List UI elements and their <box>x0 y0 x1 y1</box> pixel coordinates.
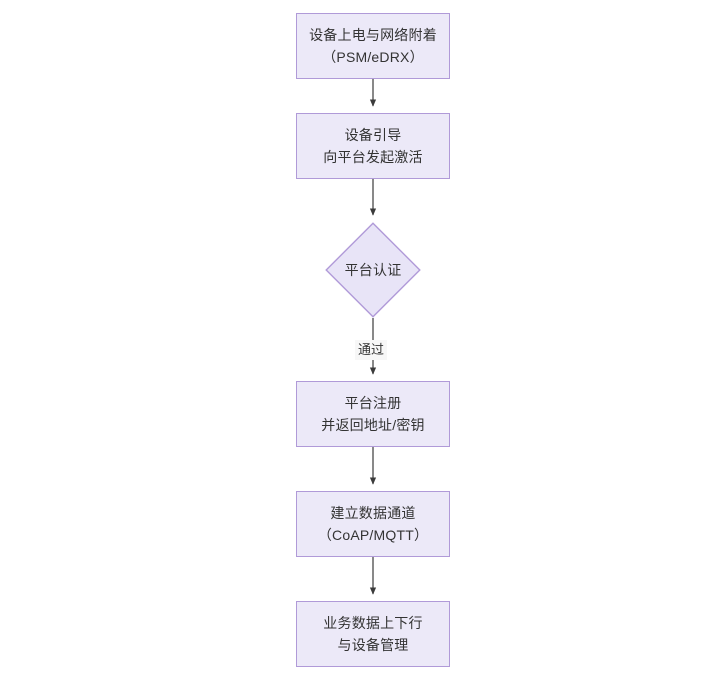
flow-node-line: 设备上电与网络附着 <box>309 27 437 43</box>
flow-node-line: （PSM/eDRX） <box>322 49 424 65</box>
flow-node-line: 建立数据通道 <box>330 505 416 521</box>
flow-node-line: （CoAP/MQTT） <box>317 527 429 543</box>
flow-node-line: 并返回地址/密钥 <box>321 417 425 433</box>
edge-label-pass: 通过 <box>355 340 388 360</box>
flow-node-platform-auth-decision[interactable]: 平台认证 <box>325 222 421 318</box>
flow-node-line: 平台认证 <box>344 262 402 278</box>
diamond-shape-icon <box>325 222 421 318</box>
flow-node-line: 设备引导 <box>344 127 402 143</box>
flow-node-platform-register[interactable]: 平台注册 并返回地址/密钥 <box>296 381 450 447</box>
flow-node-device-power-on[interactable]: 设备上电与网络附着 （PSM/eDRX） <box>296 13 450 79</box>
flow-node-line: 业务数据上下行 <box>323 615 423 631</box>
flow-node-data-channel[interactable]: 建立数据通道 （CoAP/MQTT） <box>296 491 450 557</box>
flow-node-business-data[interactable]: 业务数据上下行 与设备管理 <box>296 601 450 667</box>
flow-node-line: 平台注册 <box>344 395 402 411</box>
flow-node-line: 与设备管理 <box>337 637 409 653</box>
flow-node-line: 向平台发起激活 <box>323 149 423 165</box>
flow-node-device-bootstrap[interactable]: 设备引导 向平台发起激活 <box>296 113 450 179</box>
